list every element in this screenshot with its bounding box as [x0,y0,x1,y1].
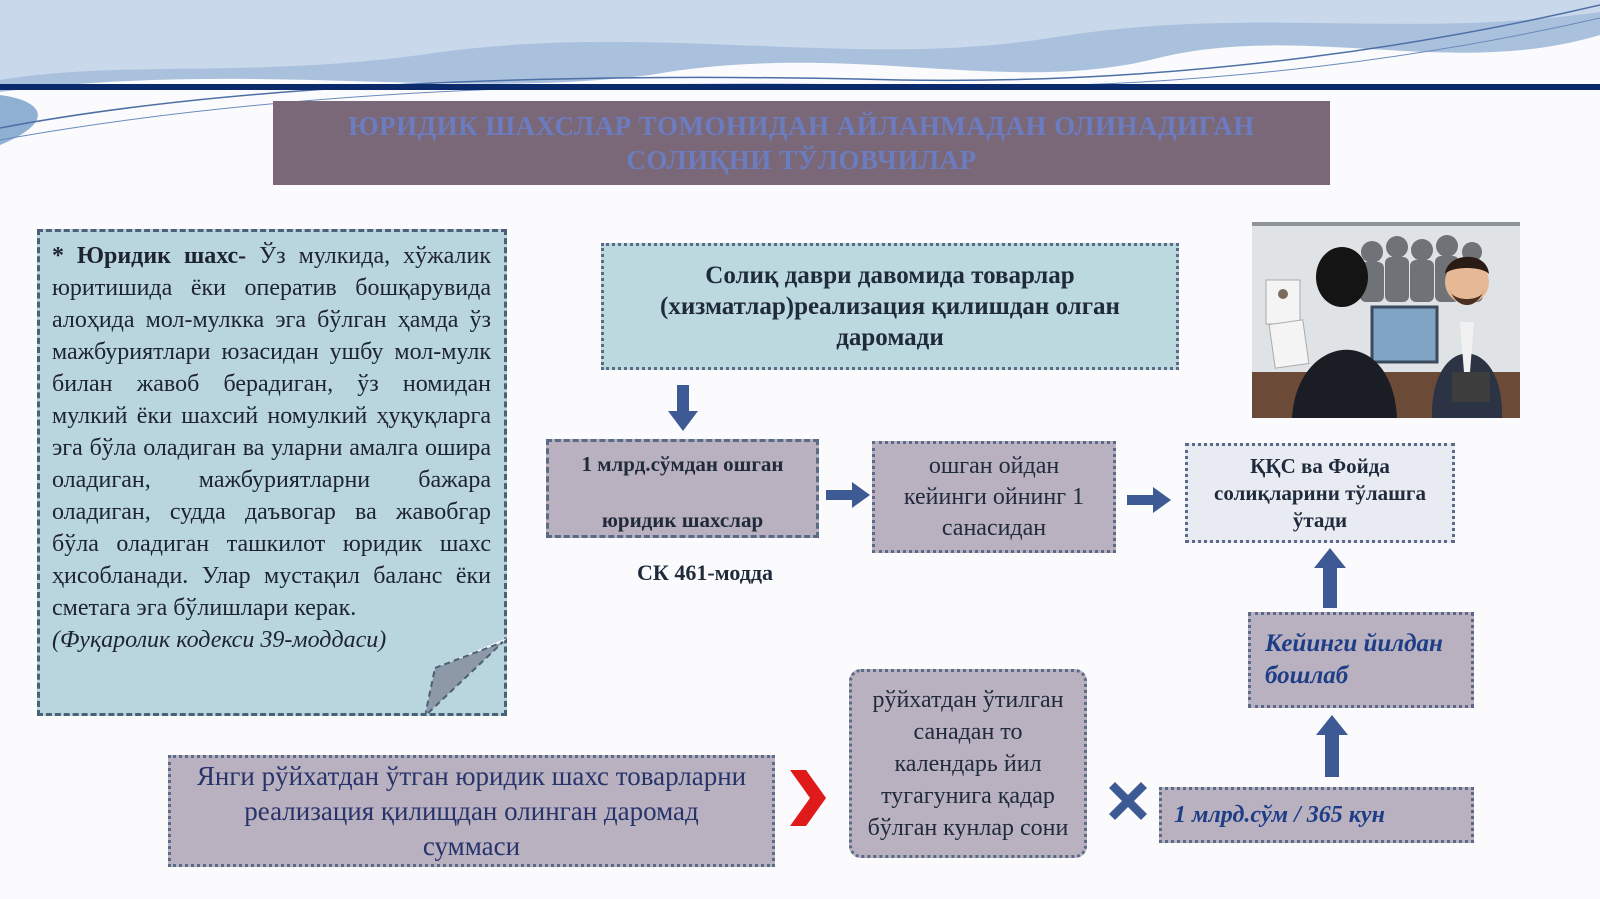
next-year-text: Кейинги йилдан бошлаб [1265,630,1443,689]
definition-text: * Юридик шахс- Ўз мулкида, хўжалик юрити… [52,240,491,656]
over-billion-box: 1 млрд.сўмдан ошган юридик шахслар [546,439,819,538]
next-month-text: ошган ойдан кейинги ойнинг 1 санасидан [903,452,1085,541]
ratio-text: 1 млрд.сўм / 365 кун [1174,802,1385,828]
income-box: Солиқ даври давомида товарлар (хизматлар… [601,243,1179,370]
new-entity-text: Янги рўйхатдан ўтган юридик шахс товарла… [196,760,747,861]
vat-profit-box: ҚҚС ва Фойда солиқларини тўлашга ўтади [1185,443,1455,543]
days-count-box: рўйхатдан ўтилган санадан то календарь й… [849,669,1087,858]
up-arrow-icon [1314,548,1346,608]
right-arrow-icon [1127,487,1171,513]
new-entity-box: Янги рўйхатдан ўтган юридик шахс товарла… [168,755,775,867]
header-wave-decoration [0,0,1600,145]
down-arrow-icon [668,385,698,431]
days-count-text: рўйхатдан ўтилган санадан то календарь й… [867,686,1069,841]
vat-profit-text: ҚҚС ва Фойда солиқларини тўлашга ўтади [1214,453,1426,532]
up-arrow-icon [1316,715,1348,777]
next-month-box: ошган ойдан кейинги ойнинг 1 санасидан [872,441,1116,553]
page-title-line-1: ЮРИДИК ШАХСЛАР ТОМОНИДАН АЙЛАНМАДАН ОЛИН… [348,111,1255,141]
over-billion-line-2: юридик шахслар [601,508,764,532]
article-label: СК 461-модда [637,560,773,585]
chevron-right-icon [790,770,826,826]
office-illustration-image [1252,222,1520,418]
right-arrow-icon [826,482,870,508]
definition-reference: (Фуқаролик кодекси 39-моддаси) [52,627,387,653]
next-year-box: Кейинги йилдан бошлаб [1248,612,1474,708]
ratio-box: 1 млрд.сўм / 365 кун [1159,787,1474,843]
income-box-text: Солиқ даври давомида товарлар (хизматлар… [660,262,1120,351]
definition-body: Ўз мулкида, хўжалик юритишида ёки операт… [52,243,492,621]
page-title-line-2: СОЛИҚНИ ТЎЛОВЧИЛАР [626,145,977,175]
page-curl-icon [425,638,507,716]
page-title: ЮРИДИК ШАХСЛАР ТОМОНИДАН АЙЛАНМАДАН ОЛИН… [273,101,1330,185]
definition-card: * Юридик шахс- Ўз мулкида, хўжалик юрити… [37,229,507,716]
definition-term: * Юридик шахс- [52,243,247,269]
over-billion-line-1: 1 млрд.сўмдан ошган [581,452,784,476]
multiply-icon [1109,782,1147,820]
